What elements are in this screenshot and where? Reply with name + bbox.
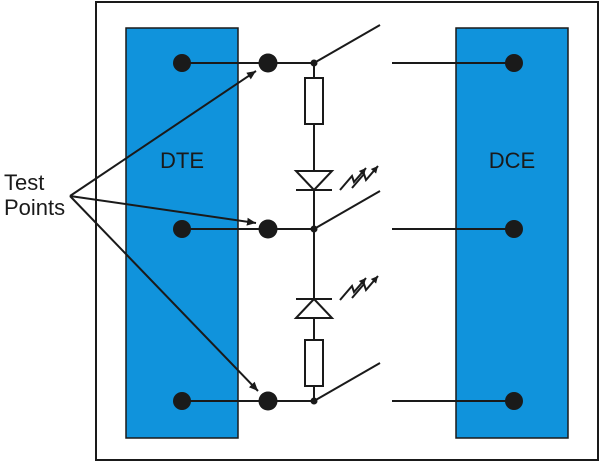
dte-label: DTE [160, 148, 204, 173]
arrow-middle [69, 195, 257, 226]
zap-icon [339, 277, 367, 301]
dce-label: DCE [489, 148, 535, 173]
test-point-arrows [69, 70, 259, 392]
dte-pin-top [173, 54, 191, 72]
resistor-bottom [304, 339, 324, 387]
switches [313, 24, 381, 402]
switch-middle [313, 190, 381, 230]
test-points-label-line1: Test [4, 170, 44, 195]
dte-pin-bottom [173, 392, 191, 410]
led-top [293, 170, 335, 192]
test-points-label-line2: Points [4, 195, 65, 220]
dte-pins [173, 54, 268, 410]
component-chain [293, 63, 335, 401]
switch-top [313, 24, 381, 64]
dce-pin-middle [505, 220, 523, 238]
test-points [258, 53, 278, 411]
zap-icon [351, 165, 379, 189]
switch-bottom [313, 362, 381, 402]
dce-pins [392, 54, 523, 410]
led-bottom [293, 297, 335, 319]
outer-frame [95, 1, 599, 461]
arrow-top [69, 70, 257, 197]
arrow-bottom [69, 195, 259, 392]
dce-pin-bottom [505, 392, 523, 410]
dce-pin-top [505, 54, 523, 72]
dte-pin-middle [173, 220, 191, 238]
zap-icon [351, 275, 379, 299]
resistor-top [304, 77, 324, 125]
light-emission-icons [339, 165, 379, 301]
zap-icon [339, 167, 367, 191]
